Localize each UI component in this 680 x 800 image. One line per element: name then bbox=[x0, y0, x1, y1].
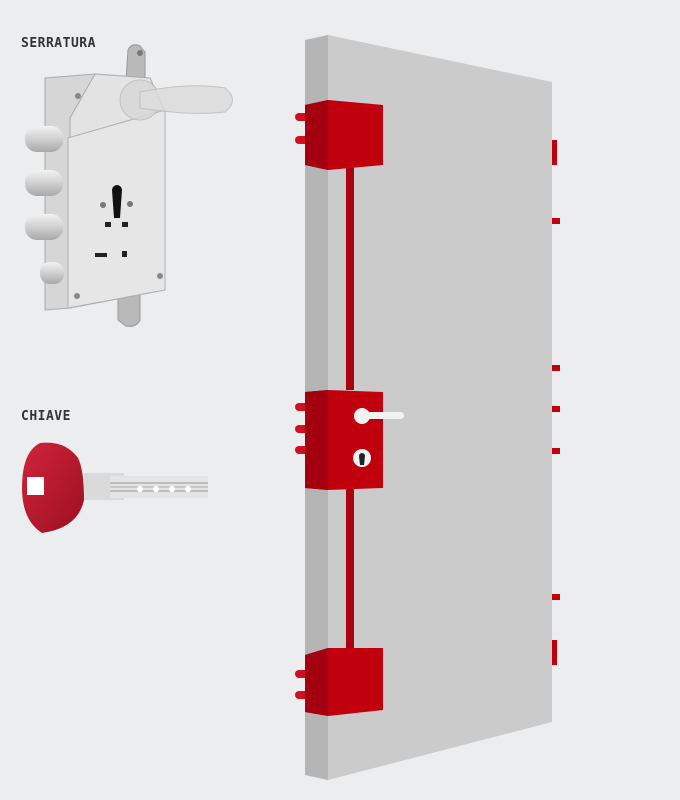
key-label: CHIAVE bbox=[21, 409, 71, 424]
lock-top-tab bbox=[125, 44, 146, 81]
door-keyhole-icon bbox=[359, 453, 365, 465]
key-illustration bbox=[22, 442, 208, 533]
door-illustration bbox=[295, 35, 560, 780]
strike-plates bbox=[552, 140, 560, 665]
locking-rods bbox=[346, 165, 354, 648]
door-handle bbox=[362, 412, 404, 419]
top-lock-block bbox=[295, 100, 383, 170]
bottom-lock-block bbox=[295, 648, 383, 716]
key-head bbox=[22, 442, 84, 533]
center-lock-block bbox=[295, 390, 404, 490]
lock-label: SERRATURA bbox=[21, 36, 96, 51]
lock-illustration bbox=[25, 44, 233, 327]
lock-bolts bbox=[25, 126, 64, 284]
door-face bbox=[328, 35, 552, 780]
keyhole-icon bbox=[112, 185, 122, 218]
lock-handle bbox=[119, 79, 233, 121]
